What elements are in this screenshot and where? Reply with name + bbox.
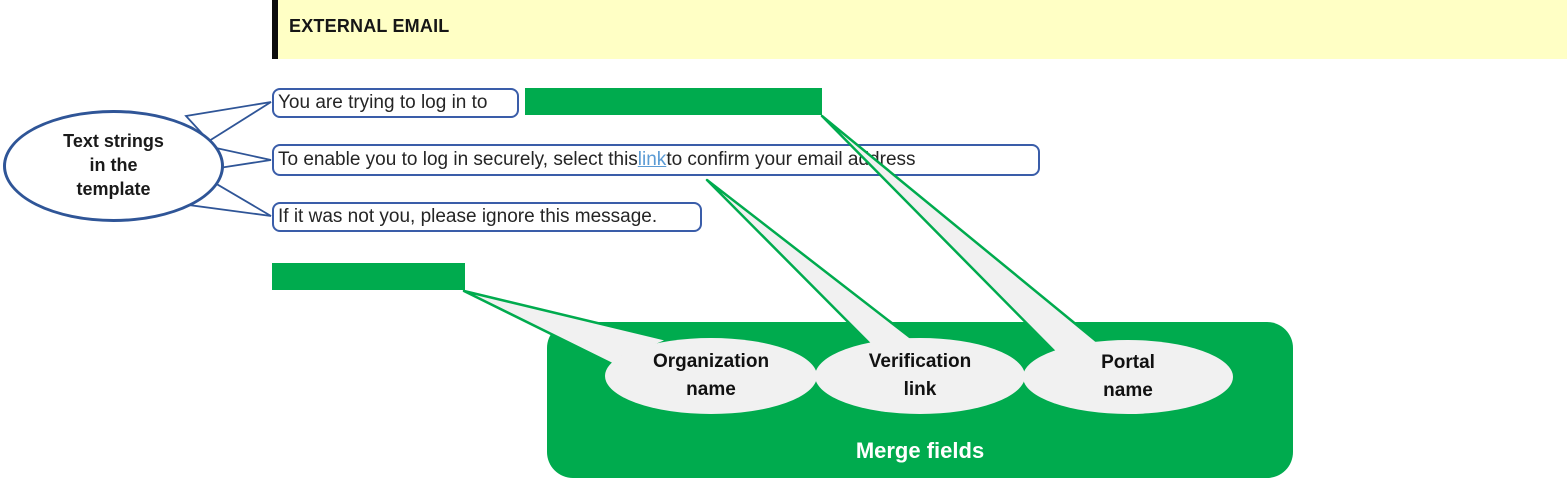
redacted-organization-name-bar	[272, 263, 465, 290]
template-string-2-before: To enable you to log in securely, select…	[278, 149, 638, 170]
text-strings-callout: Text strings in the template	[3, 110, 224, 222]
verification-link-text[interactable]: link	[637, 149, 667, 170]
redacted-portal-name-bar	[525, 88, 822, 115]
field-label-line: Organization	[652, 351, 770, 373]
field-label-line: name	[686, 379, 736, 400]
field-label-line: name	[1103, 380, 1153, 401]
connector-to-string2	[214, 146, 272, 170]
callout-line: template	[76, 178, 151, 199]
merge-field-portal-name: Portal name	[1023, 340, 1233, 414]
template-string-1-text: You are trying to log in to	[278, 92, 488, 113]
template-string-2-box: To enable you to log in securely, select…	[272, 144, 1040, 176]
merge-field-organization-name: Organization name	[605, 338, 817, 414]
banner-label: EXTERNAL EMAIL	[289, 16, 450, 36]
merge-fields-title: Merge fields	[855, 438, 985, 463]
callout-line: Text strings	[63, 131, 164, 152]
callout-line: in the	[89, 155, 138, 176]
field-label-line: Verification	[868, 351, 972, 373]
external-email-banner: EXTERNAL EMAIL	[272, 0, 1567, 59]
field-label-line: link	[903, 379, 937, 400]
field-label-line: Portal	[1101, 352, 1155, 374]
template-string-1-box: You are trying to log in to	[272, 88, 519, 118]
template-string-2-after: to confirm your email address	[666, 149, 916, 170]
banner-left-bar	[272, 0, 278, 59]
template-string-3-box: If it was not you, please ignore this me…	[272, 202, 702, 232]
template-string-3-text: If it was not you, please ignore this me…	[278, 206, 658, 227]
merge-field-verification-link: Verification link	[815, 338, 1025, 414]
